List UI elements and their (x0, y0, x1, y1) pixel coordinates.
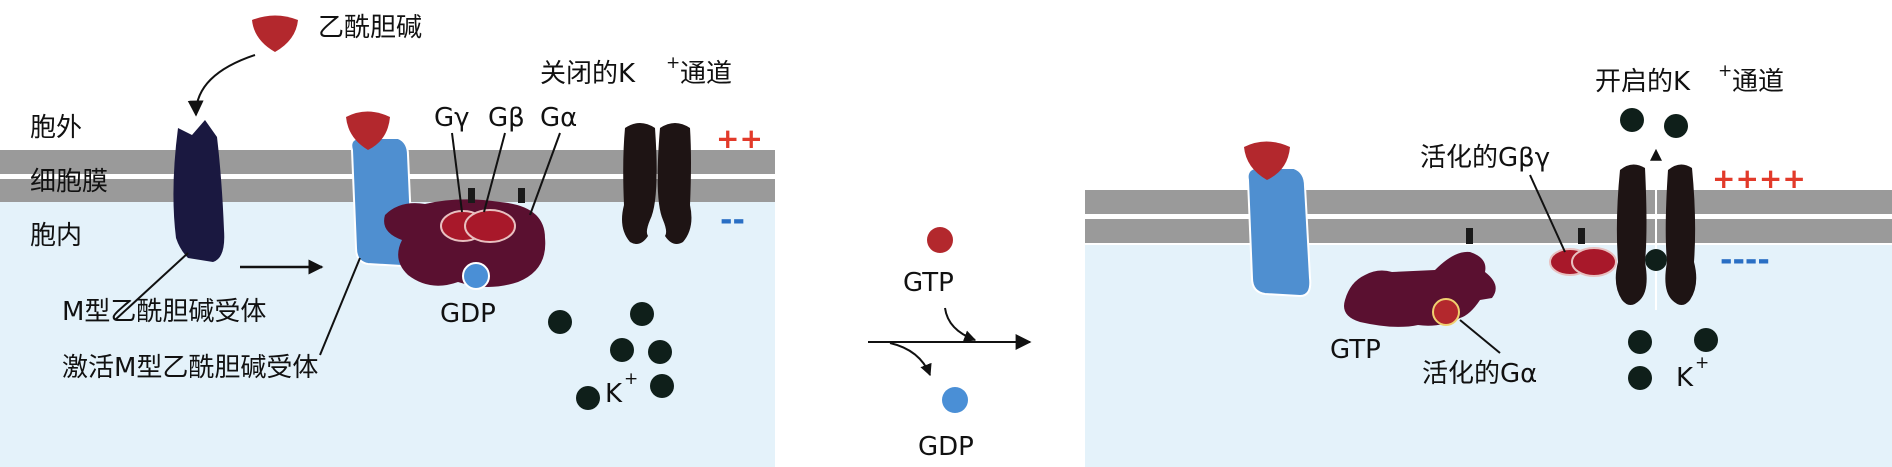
open-k-channel-right-half (1665, 164, 1697, 305)
bound-acetylcholine-left (346, 111, 390, 150)
membrane-label: 细胞膜 (30, 167, 108, 197)
g-gamma-label: Gγ (434, 103, 470, 133)
g-alpha-label: Gα (540, 103, 577, 133)
gtp-label-center: GTP (903, 268, 954, 298)
k-ion-label-right: K (1676, 363, 1694, 393)
closed-k-channel-right-half (657, 123, 692, 244)
bound-acetylcholine-right (1244, 141, 1290, 180)
right-membrane-outer-layer (1085, 190, 1892, 214)
activated-g-alpha-label: 活化的Gα (1422, 359, 1537, 389)
k-ion-outside (1664, 114, 1688, 138)
k-ion (576, 386, 600, 410)
right-outside-charge: ++++ (1712, 162, 1806, 195)
open-k-channel-left-half (1615, 164, 1647, 305)
m-receptor-label: M型乙酰胆碱受体 (62, 297, 266, 327)
left-panel: 胞外 细胞膜 胞内 乙酰胆碱 M型乙酰胆碱受体 激活M型乙酰胆碱受体 GDP G… (0, 13, 775, 467)
acetylcholine-ligand (252, 15, 298, 52)
right-panel: GTP 活化的Gα 活化的Gβγ 开启的K + 通道 K + ++++ ---- (1085, 61, 1892, 467)
g-beta-gamma-anchor (1578, 228, 1585, 244)
activated-g-beta-gamma-label: 活化的Gβγ (1420, 143, 1550, 173)
gtp-molecule-center (927, 227, 953, 253)
g-gamma-leader (451, 132, 463, 213)
k-ion (610, 338, 634, 362)
activated-m-receptor-right (1246, 167, 1312, 298)
outside-label: 胞外 (30, 113, 82, 143)
k-ion-right-superscript: + (1695, 353, 1709, 373)
right-inside-charge: ---- (1720, 243, 1770, 278)
gtp-label-right: GTP (1330, 335, 1381, 365)
k-ion (548, 310, 572, 334)
acetylcholine-label: 乙酰胆碱 (318, 13, 422, 43)
open-channel-k-superscript: + (1718, 61, 1732, 81)
k-ion-inside (1628, 366, 1652, 390)
activated-g-alpha-leader (1459, 319, 1501, 354)
open-channel-label: 开启的K (1595, 67, 1691, 97)
closed-k-channel-left-half (622, 123, 657, 244)
gdp-label-center: GDP (918, 432, 974, 462)
closed-channel-k-superscript: + (666, 53, 680, 73)
gdp-molecule-center (942, 387, 968, 413)
g-beta-leader (483, 132, 506, 213)
right-membrane-inner-layer (1085, 219, 1892, 243)
closed-channel-label-suffix: 通道 (680, 59, 732, 89)
activated-g-beta (1571, 247, 1617, 277)
g-beta-subunit (464, 209, 516, 243)
k-ion-inside (1694, 328, 1718, 352)
activated-m-receptor-label: 激活M型乙酰胆碱受体 (62, 353, 318, 383)
k-ion-in-channel (1645, 249, 1667, 271)
gdp-label-left: GDP (440, 299, 496, 329)
center-reaction: GTP GDP (868, 227, 1032, 462)
g-alpha-anchor (518, 188, 525, 203)
k-ion (630, 302, 654, 326)
g-gamma-anchor (468, 188, 475, 203)
inside-label: 胞内 (30, 221, 82, 251)
gtp-in-arrow (944, 307, 977, 342)
ligand-binding-arrow (187, 54, 256, 117)
gdp-out-arrow (889, 342, 932, 377)
open-channel-label-suffix: 通道 (1732, 67, 1784, 97)
k-ion-left-superscript: + (624, 369, 638, 389)
m-receptor (173, 120, 225, 262)
k-ion-inside (1628, 330, 1652, 354)
right-membrane-gap (1085, 214, 1892, 219)
k-ion-label-left: K (605, 379, 623, 409)
k-ion-outside (1620, 108, 1644, 132)
activated-g-beta-gamma-leader (1529, 174, 1566, 253)
closed-channel-label: 关闭的K (540, 59, 636, 89)
m-receptor-leader (114, 252, 189, 321)
activated-receptor-leader (319, 257, 361, 356)
k-ion (650, 374, 674, 398)
g-alpha-anchor-right (1466, 228, 1473, 244)
left-inside-charge: -- (720, 203, 745, 238)
k-ion (648, 340, 672, 364)
g-beta-label: Gβ (488, 103, 525, 133)
gdp-molecule-left (462, 262, 490, 290)
left-outside-charge: ++ (716, 122, 763, 155)
gtp-bound-to-g-alpha (1432, 298, 1460, 326)
g-alpha-leader (529, 132, 561, 216)
